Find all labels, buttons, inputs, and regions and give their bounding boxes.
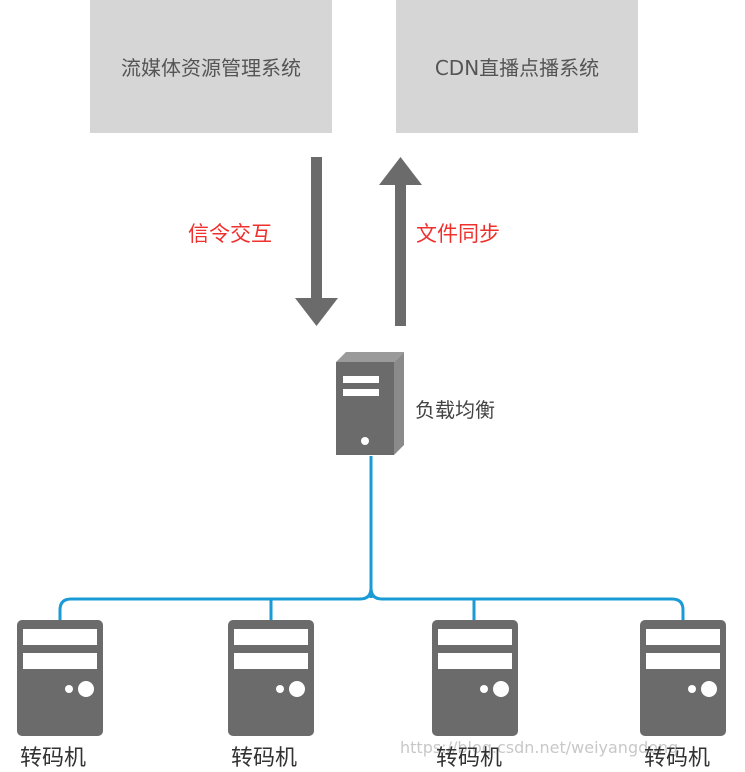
signaling-label: 信令交互 bbox=[188, 222, 272, 246]
up-arrow bbox=[379, 157, 422, 326]
transcoder-label-2: 转码机 bbox=[231, 746, 298, 771]
transcoder-server-icon-2 bbox=[228, 620, 314, 736]
media-resource-management-label: 流媒体资源管理系统 bbox=[121, 56, 301, 80]
transcoder-server-icon-4 bbox=[640, 620, 726, 736]
transcoder-label-1: 转码机 bbox=[20, 746, 87, 771]
transcoder-server-icon-3 bbox=[432, 620, 518, 736]
file-sync-label: 文件同步 bbox=[416, 222, 500, 246]
watermark: https://blog.csdn.net/weiyangdong bbox=[400, 738, 679, 757]
transcoder-server-icon-1 bbox=[17, 620, 103, 736]
network-connector bbox=[58, 456, 685, 620]
load-balancer-server-icon bbox=[336, 352, 404, 455]
transcoder-label-3: 转码机 bbox=[436, 746, 503, 771]
down-arrow bbox=[295, 157, 338, 326]
cdn-live-vod-label: CDN直播点播系统 bbox=[434, 56, 600, 80]
cdn-live-vod-box: CDN直播点播系统 bbox=[396, 0, 638, 133]
media-resource-management-box: 流媒体资源管理系统 bbox=[90, 0, 332, 133]
load-balancer-label: 负载均衡 bbox=[415, 398, 495, 422]
transcoder-label-4: 转码机 bbox=[644, 746, 711, 771]
